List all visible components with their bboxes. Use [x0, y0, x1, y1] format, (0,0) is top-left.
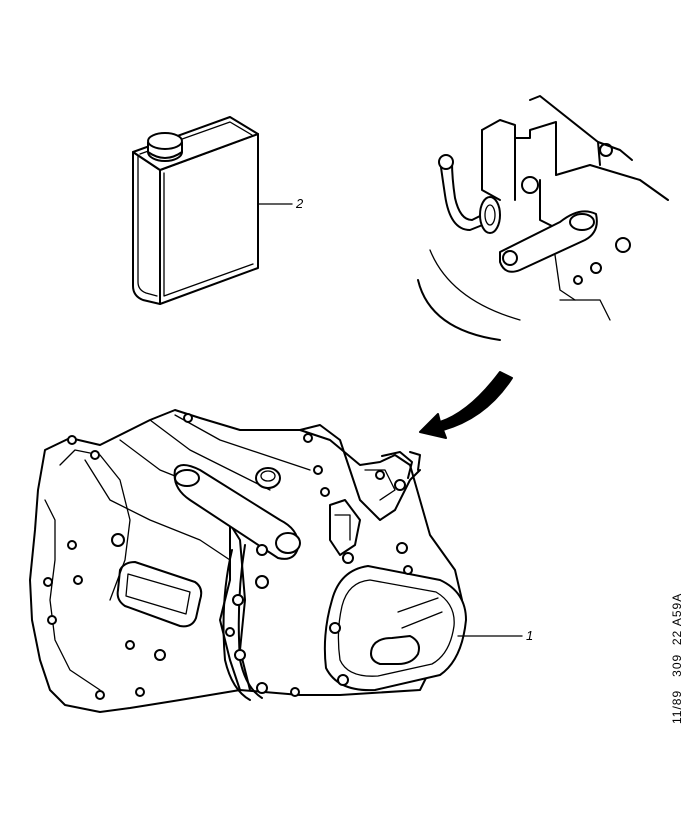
filler-detail-inset	[417, 95, 669, 341]
oil-can	[132, 116, 259, 305]
location-arrow	[419, 371, 513, 439]
drawing-reference-code: 11/89 309 22 A59A	[670, 592, 684, 724]
callout-1-label: 1	[526, 628, 533, 643]
callout-2-label: 2	[295, 196, 304, 211]
gearbox-assembly	[29, 409, 467, 713]
